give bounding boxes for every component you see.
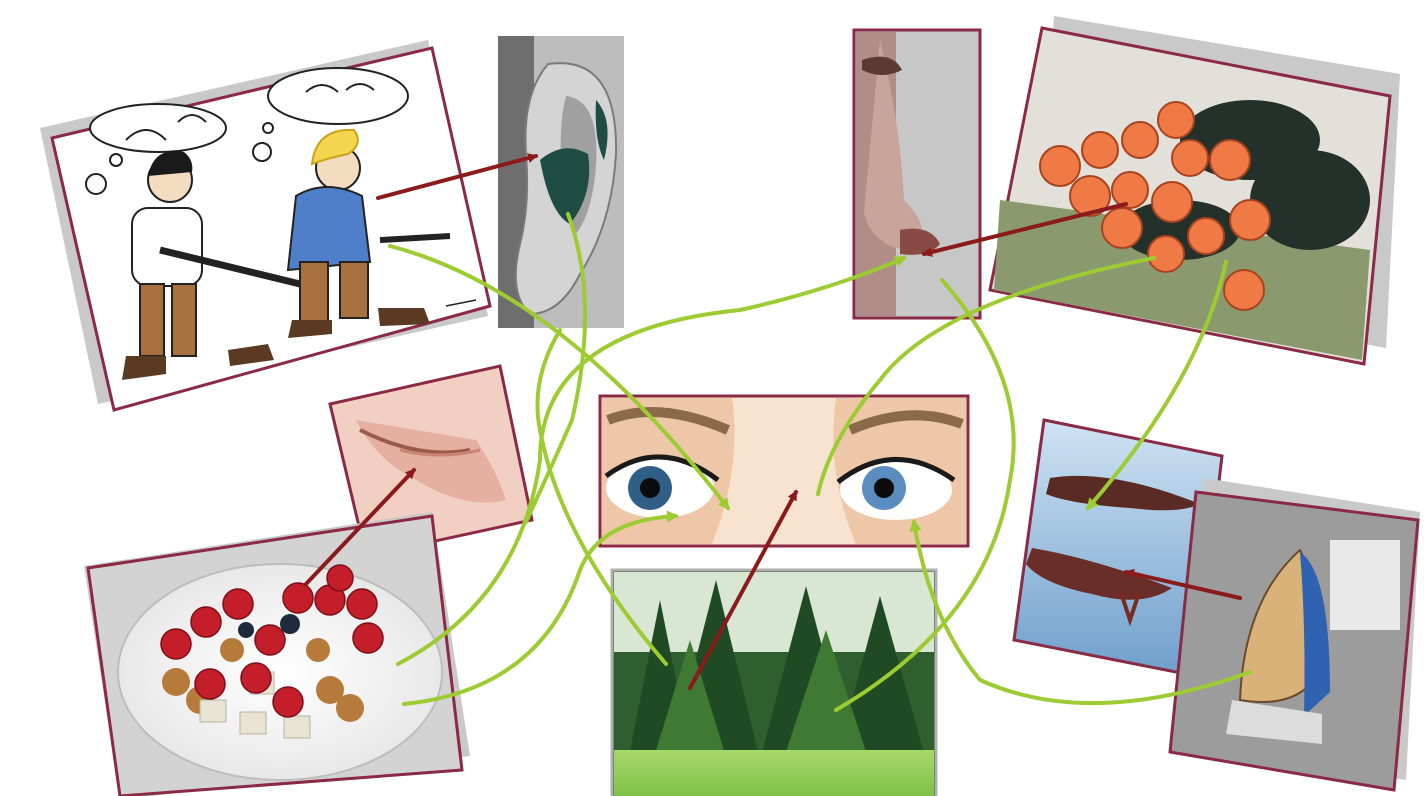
ear-photo bbox=[498, 36, 624, 328]
nose-photo bbox=[854, 30, 980, 318]
musicians-cartoon-photo bbox=[40, 40, 490, 410]
clothes-iron-photo bbox=[1170, 478, 1420, 790]
roses-bouquet-photo bbox=[990, 16, 1400, 364]
forest-photo bbox=[612, 570, 936, 796]
